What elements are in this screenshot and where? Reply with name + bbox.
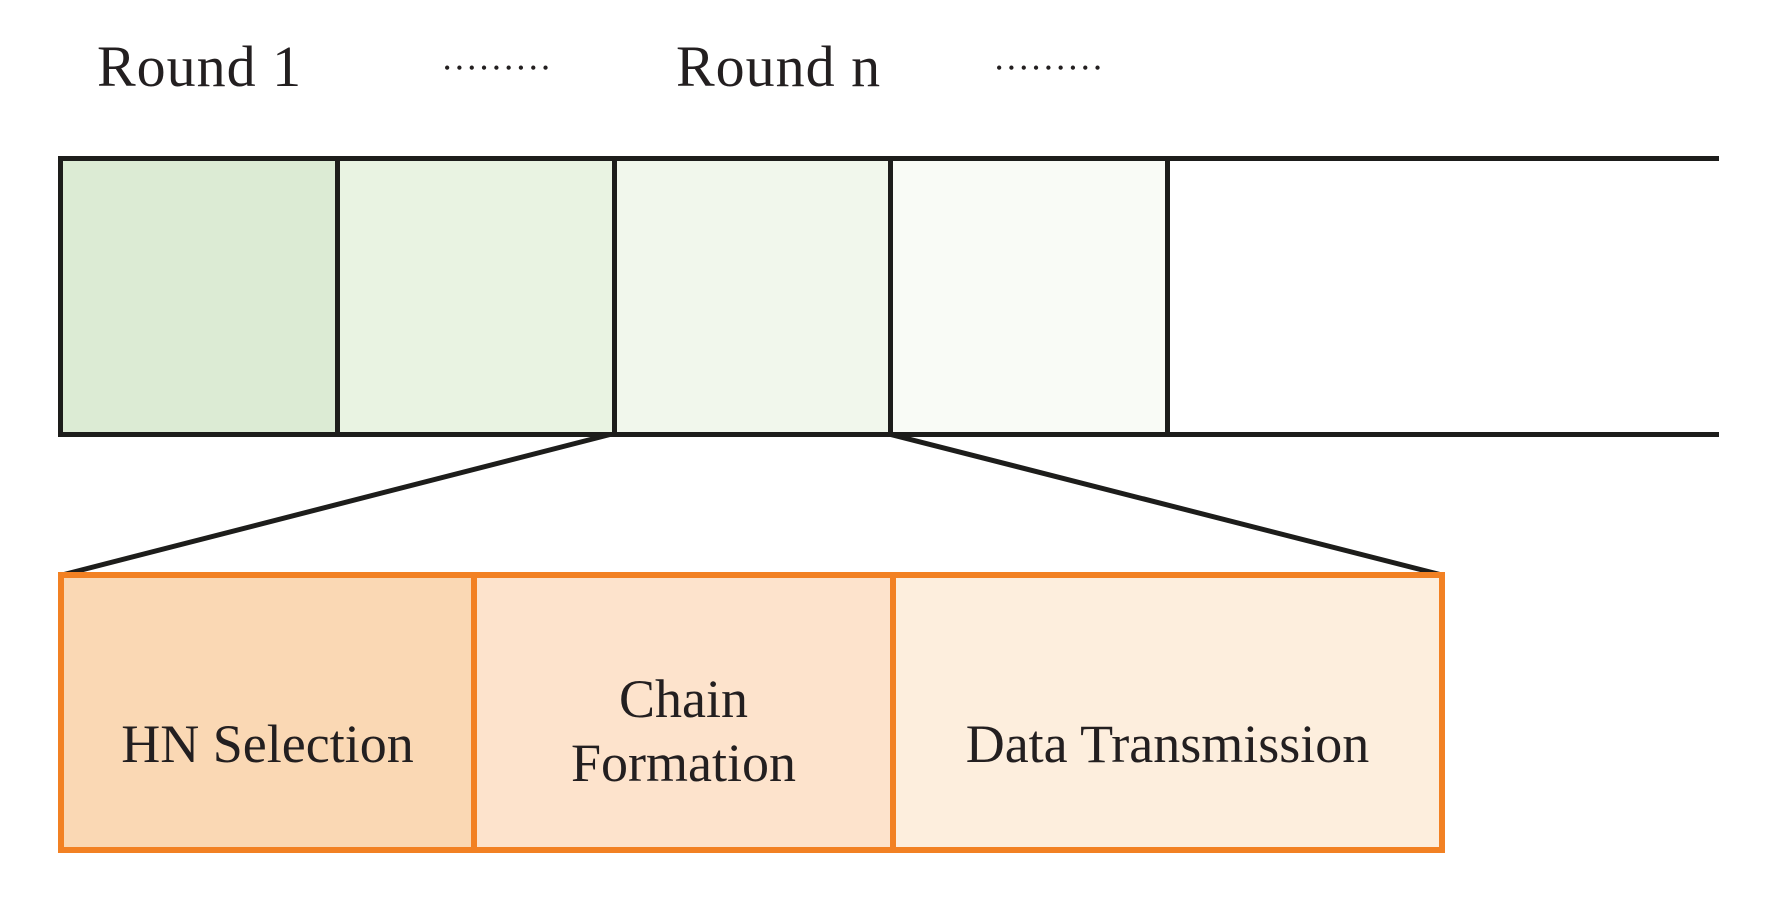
round-1-label: Round 1	[97, 34, 303, 99]
ellipsis-dots-icon: •••••••••	[444, 58, 555, 78]
round-phases-box: HN Selection Chain Formation Data Transm…	[58, 572, 1445, 853]
phase-cell-data-transmission: Data Transmission	[896, 578, 1439, 847]
phase-cell-hn-selection: HN Selection	[64, 578, 477, 847]
ellipsis-dots-icon: •••••••••	[996, 58, 1107, 78]
zoom-line-left	[61, 431, 613, 578]
phase-cell-chain-formation: Chain Formation	[477, 578, 896, 847]
timeline-cell-round-1	[63, 161, 340, 432]
timeline-cell-2	[340, 161, 617, 432]
timeline-cell-round-n	[617, 161, 893, 432]
phase-label-hn-selection: HN Selection	[121, 713, 414, 774]
zoom-line-right	[888, 431, 1443, 578]
timeline-cell-continuation	[1170, 161, 1719, 432]
timeline-cell-4	[893, 161, 1170, 432]
round-n-label: Round n	[676, 34, 882, 99]
phase-label-chain-formation: Chain Formation	[571, 669, 796, 793]
phase-label-data-transmission: Data Transmission	[965, 713, 1370, 774]
rounds-timeline-bar	[58, 156, 1719, 437]
